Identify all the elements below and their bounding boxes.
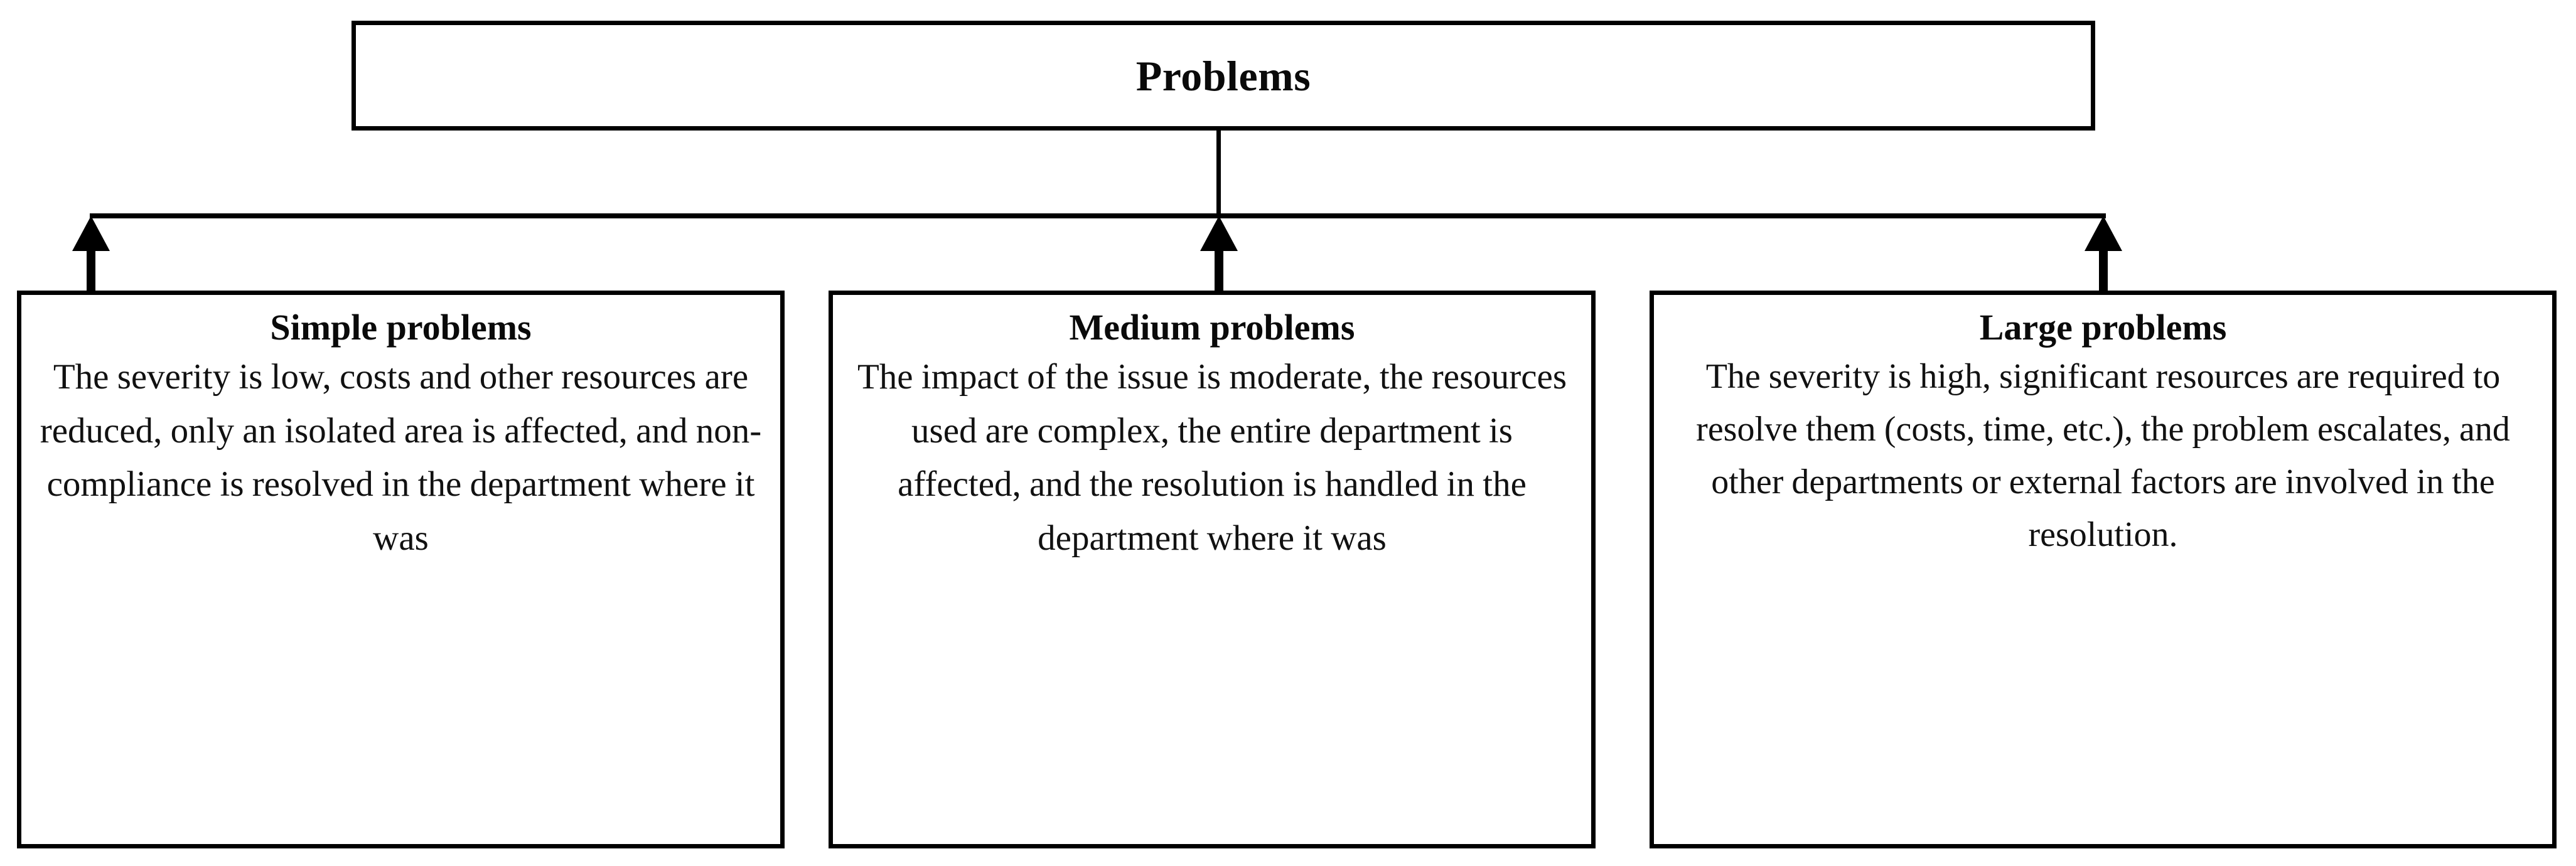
leaf-node-heading: Simple problems [270, 307, 532, 348]
leaf-node-large-problems[interactable]: Large problems The severity is high, sig… [1650, 291, 2557, 848]
connector-horizontal-bar [90, 213, 2106, 218]
leaf-node-medium-problems[interactable]: Medium problems The impact of the issue … [829, 291, 1596, 848]
leaf-node-heading: Medium problems [1069, 307, 1355, 348]
leaf-node-description: The severity is low, costs and other res… [40, 357, 762, 558]
leaf-node-description: The severity is high, significant resour… [1696, 357, 2510, 555]
arrow-head-shape [2085, 216, 2122, 251]
arrow-up-icon-simple [72, 216, 110, 292]
leaf-node-heading: Large problems [1979, 307, 2227, 348]
arrow-up-icon-medium [1200, 216, 1238, 292]
arrow-stem-shape [2099, 247, 2108, 292]
leaf-node-simple-problems[interactable]: Simple problems The severity is low, cos… [17, 291, 785, 848]
arrow-up-icon-large [2085, 216, 2122, 292]
leaf-node-description: The impact of the issue is moderate, the… [857, 357, 1567, 558]
arrow-stem-shape [87, 247, 95, 292]
arrow-stem-shape [1215, 247, 1223, 292]
root-node-problems[interactable]: Problems [352, 21, 2095, 131]
root-node-title: Problems [1135, 51, 1311, 100]
arrow-head-shape [72, 216, 110, 251]
arrow-head-shape [1200, 216, 1238, 251]
connector-vertical-root [1216, 131, 1221, 217]
